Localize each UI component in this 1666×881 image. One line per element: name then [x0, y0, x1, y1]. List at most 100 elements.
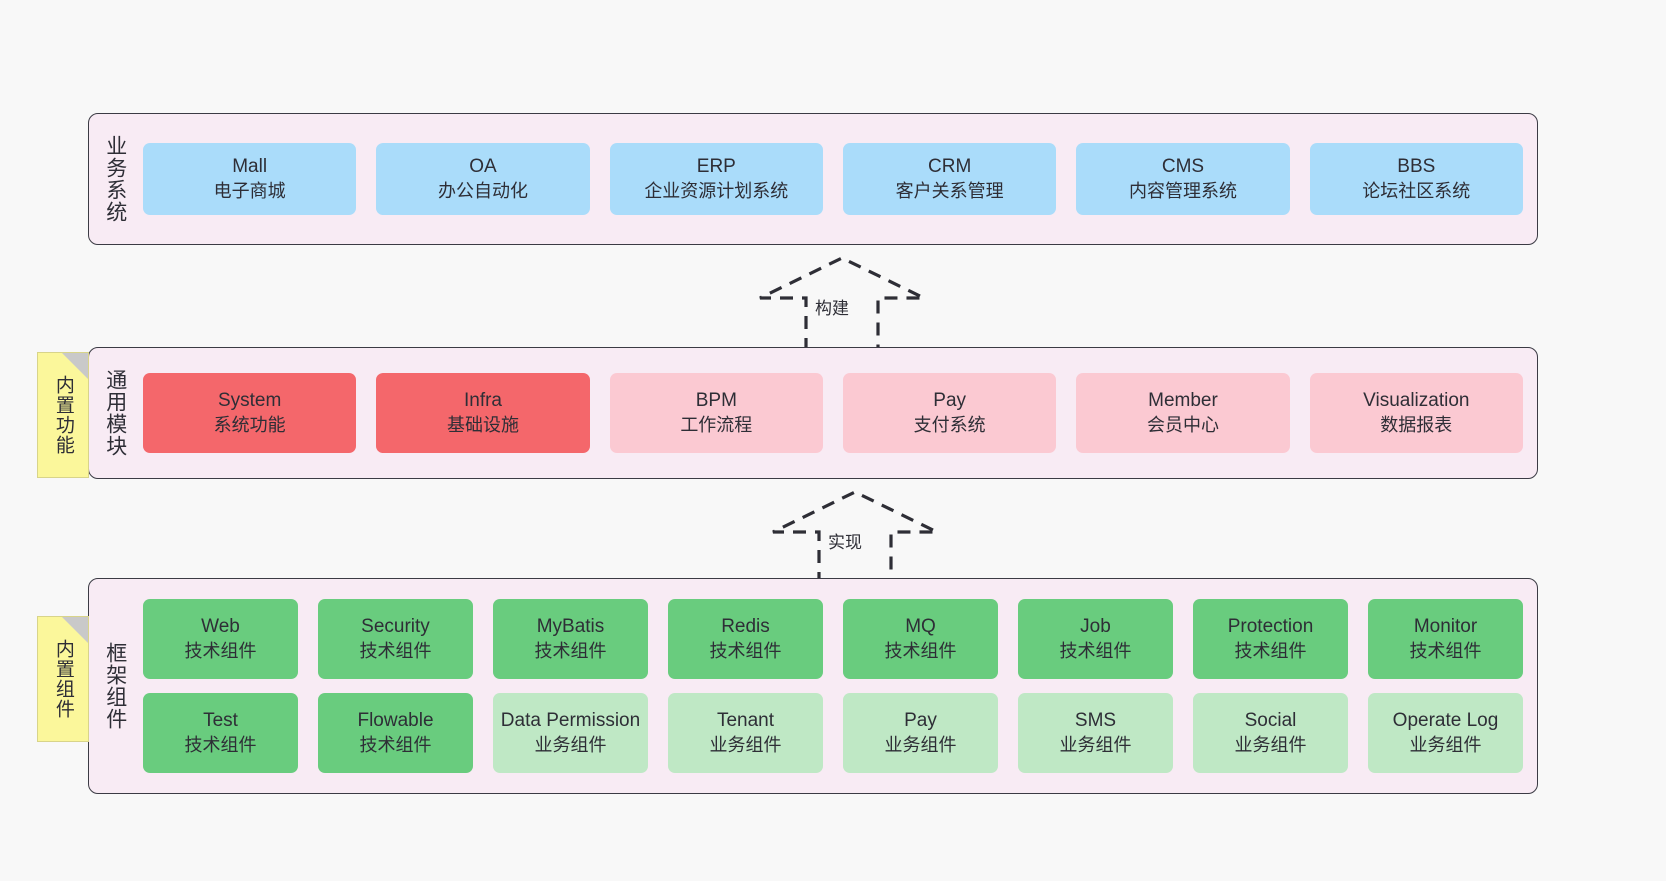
component-card-job[interactable]: Job 技术组件	[1018, 599, 1173, 679]
card-cn-label: 业务组件	[709, 734, 782, 755]
card-row: System 系统功能 Infra 基础设施 BPM 工作流程 Pay 支付系统…	[143, 373, 1523, 453]
component-card-mq[interactable]: MQ 技术组件	[843, 599, 998, 679]
component-card-flowable[interactable]: Flowable 技术组件	[318, 693, 473, 773]
card-cn-label: 技术组件	[1409, 640, 1482, 661]
card-en-label: MQ	[905, 616, 936, 638]
card-en-label: CMS	[1161, 156, 1205, 178]
layer-title-framework: 框架组件	[103, 642, 127, 730]
sticky-note-label: 内置功能	[52, 375, 74, 455]
card-en-label: Pay	[904, 710, 937, 732]
card-cn-label: 业务组件	[534, 734, 607, 755]
module-card-erp[interactable]: ERP 企业资源计划系统	[609, 143, 823, 215]
card-cn-label: 支付系统	[913, 414, 986, 435]
module-card-visualization[interactable]: Visualization 数据报表	[1309, 373, 1523, 453]
page-fold-icon	[62, 353, 88, 379]
card-en-label: BPM	[695, 390, 737, 412]
arrow-build-label: 构建	[812, 294, 852, 319]
card-en-label: MyBatis	[536, 616, 605, 638]
page-fold-icon	[62, 617, 88, 643]
card-en-label: Monitor	[1413, 616, 1478, 638]
card-row: Test 技术组件 Flowable 技术组件 Data Permission …	[143, 693, 1523, 773]
card-cn-label: 业务组件	[1059, 734, 1132, 755]
card-en-label: Redis	[721, 616, 770, 638]
card-cn-label: 技术组件	[359, 640, 432, 661]
card-en-label: Data Permission	[500, 710, 641, 732]
card-cn-label: 技术组件	[184, 734, 257, 755]
card-en-label: CRM	[928, 156, 972, 178]
component-card-mybatis[interactable]: MyBatis 技术组件	[493, 599, 648, 679]
card-en-label: Flowable	[357, 710, 434, 732]
module-card-pay[interactable]: Pay 支付系统	[842, 373, 1057, 453]
card-cn-label: 办公自动化	[437, 180, 528, 201]
card-cn-label: 技术组件	[359, 734, 432, 755]
module-card-infra[interactable]: Infra 基础设施	[376, 373, 590, 453]
card-en-label: Test	[203, 710, 238, 732]
arrow-implement: 实现	[765, 490, 945, 585]
module-card-oa[interactable]: OA 办公自动化	[376, 143, 590, 215]
component-card-social[interactable]: Social 业务组件	[1193, 693, 1348, 773]
card-en-label: Social	[1244, 710, 1297, 732]
component-card-tenant[interactable]: Tenant 业务组件	[668, 693, 823, 773]
layer-body-framework: Web 技术组件 Security 技术组件 MyBatis 技术组件 Redi…	[141, 579, 1537, 793]
card-cn-label: 技术组件	[709, 640, 782, 661]
component-card-web[interactable]: Web 技术组件	[143, 599, 298, 679]
card-cn-label: 技术组件	[534, 640, 607, 661]
card-en-label: System	[217, 390, 282, 412]
component-card-protection[interactable]: Protection 技术组件	[1193, 599, 1348, 679]
card-cn-label: 业务组件	[884, 734, 957, 755]
card-en-label: Web	[201, 616, 240, 638]
arrow-build: 构建	[752, 256, 932, 351]
card-en-label: Visualization	[1363, 390, 1470, 412]
layer-business-system: 业务系统 Mall 电子商城 OA 办公自动化 ERP 企业资源计划系统 CRM…	[88, 113, 1538, 245]
card-en-label: ERP	[696, 156, 736, 178]
layer-body-business: Mall 电子商城 OA 办公自动化 ERP 企业资源计划系统 CRM 客户关系…	[141, 114, 1537, 244]
card-en-label: Mall	[232, 156, 268, 178]
sticky-note-label: 内置组件	[52, 639, 74, 719]
component-card-monitor[interactable]: Monitor 技术组件	[1368, 599, 1523, 679]
arrow-implement-label: 实现	[825, 528, 865, 553]
card-cn-label: 业务组件	[1409, 734, 1482, 755]
card-en-label: Pay	[933, 390, 967, 412]
card-cn-label: 技术组件	[184, 640, 257, 661]
module-card-cms[interactable]: CMS 内容管理系统	[1076, 143, 1290, 215]
card-en-label: Member	[1148, 390, 1218, 412]
card-cn-label: 技术组件	[884, 640, 957, 661]
card-cn-label: 会员中心	[1146, 414, 1219, 435]
module-card-mall[interactable]: Mall 电子商城	[143, 143, 357, 215]
component-card-sms[interactable]: SMS 业务组件	[1018, 693, 1173, 773]
component-card-test[interactable]: Test 技术组件	[143, 693, 298, 773]
card-en-label: Job	[1080, 616, 1111, 638]
card-en-label: Operate Log	[1392, 710, 1499, 732]
card-en-label: BBS	[1397, 156, 1436, 178]
module-card-crm[interactable]: CRM 客户关系管理	[842, 143, 1057, 215]
component-card-pay[interactable]: Pay 业务组件	[843, 693, 998, 773]
card-cn-label: 论坛社区系统	[1362, 180, 1471, 201]
card-cn-label: 系统功能	[213, 414, 286, 435]
card-en-label: Tenant	[716, 710, 775, 732]
layer-body-common: System 系统功能 Infra 基础设施 BPM 工作流程 Pay 支付系统…	[141, 348, 1537, 478]
module-card-bpm[interactable]: BPM 工作流程	[609, 373, 823, 453]
component-card-redis[interactable]: Redis 技术组件	[668, 599, 823, 679]
module-card-bbs[interactable]: BBS 论坛社区系统	[1309, 143, 1523, 215]
layer-title-business: 业务系统	[103, 135, 127, 223]
card-en-label: Protection	[1227, 616, 1314, 638]
layer-common-module: 通用模块 System 系统功能 Infra 基础设施 BPM 工作流程 Pay…	[88, 347, 1538, 479]
layer-framework-component: 框架组件 Web 技术组件 Security 技术组件 MyBatis 技术组件…	[88, 578, 1538, 794]
card-cn-label: 基础设施	[446, 414, 519, 435]
card-row: Web 技术组件 Security 技术组件 MyBatis 技术组件 Redi…	[143, 599, 1523, 679]
layer-title-common: 通用模块	[103, 369, 127, 457]
card-cn-label: 技术组件	[1234, 640, 1307, 661]
component-card-operate-log[interactable]: Operate Log 业务组件	[1368, 693, 1523, 773]
card-en-label: Security	[361, 616, 430, 638]
card-cn-label: 工作流程	[680, 414, 753, 435]
card-cn-label: 技术组件	[1059, 640, 1132, 661]
card-cn-label: 电子商城	[213, 180, 286, 201]
card-cn-label: 客户关系管理	[895, 180, 1004, 201]
module-card-member[interactable]: Member 会员中心	[1076, 373, 1290, 453]
component-card-security[interactable]: Security 技术组件	[318, 599, 473, 679]
component-card-data-permission[interactable]: Data Permission 业务组件	[493, 693, 648, 773]
card-cn-label: 业务组件	[1234, 734, 1307, 755]
card-en-label: SMS	[1074, 710, 1117, 732]
module-card-system[interactable]: System 系统功能	[143, 373, 357, 453]
